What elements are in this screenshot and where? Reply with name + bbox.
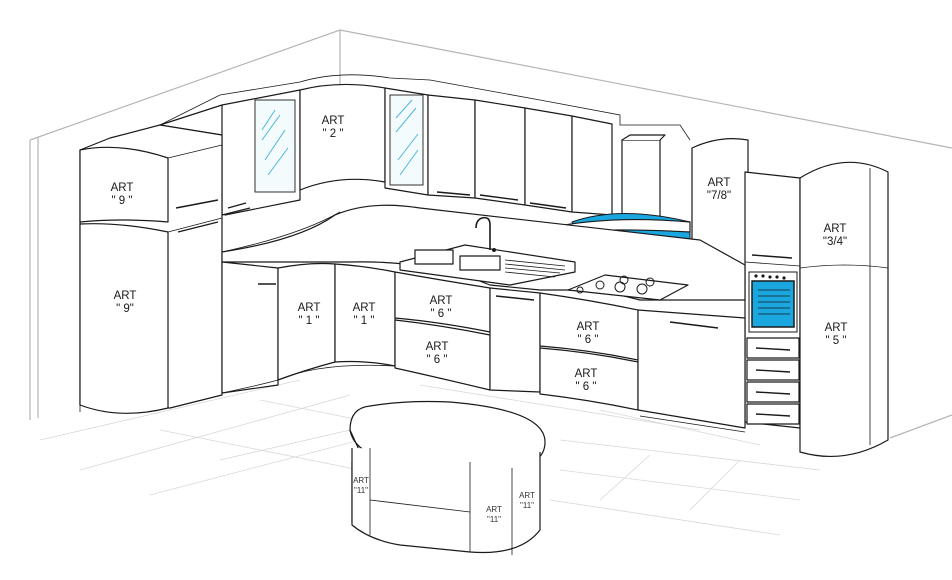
tall-units: [744, 161, 889, 457]
label-drawer-6a: ART" 6 ": [430, 295, 453, 320]
label-drawer-6c: ART" 6 ": [577, 321, 600, 346]
label-island-right: ART"11": [519, 491, 535, 510]
island: [349, 400, 546, 555]
label-base-1a: ART" 1 ": [298, 302, 321, 327]
label-tall-5: ART" 5 ": [825, 322, 848, 347]
base-cabinets: [221, 261, 746, 433]
sink: [399, 216, 576, 286]
label-island-mid: ART"11": [486, 505, 502, 524]
hob-burners: [576, 275, 655, 295]
label-fridge-bottom: ART" 9": [114, 290, 137, 315]
label-base-1b: ART" 1 ": [353, 302, 376, 327]
label-hood-side: ART"7/8": [707, 177, 731, 202]
oven-knobs: [754, 274, 786, 280]
fridge: [79, 124, 223, 414]
label-island-left: ART"11": [353, 476, 369, 495]
label-wall-corner: ART" 2 ": [322, 115, 345, 140]
oven-vent-lines: [758, 289, 790, 315]
glass-hatch-left: [261, 109, 289, 176]
hob: [567, 274, 689, 301]
labels: ART" 9 " ART" 9" ART" 2 " ART" 1 " ART" …: [111, 115, 848, 524]
label-drawer-6d: ART" 6 ": [575, 368, 598, 393]
glass-hatch-right: [395, 99, 419, 176]
label-drawer-6b: ART" 6 ": [426, 341, 449, 366]
floor-grid: [39, 379, 821, 536]
label-tall-34: ART"3/4": [823, 223, 847, 248]
walls: [29, 29, 952, 439]
drainboard-ribs: [504, 259, 566, 278]
label-fridge-top: ART" 9 ": [111, 182, 134, 207]
upper-cabinets: [159, 74, 691, 216]
